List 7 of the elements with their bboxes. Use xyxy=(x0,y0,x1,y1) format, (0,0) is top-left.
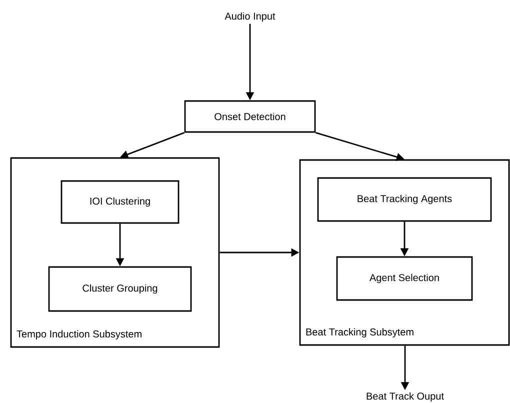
process-box: Agent Selection xyxy=(336,256,473,301)
process-box: Cluster Grouping xyxy=(48,266,192,312)
io-label: Beat Track Ouput xyxy=(366,392,444,402)
io-label: Audio Input xyxy=(224,12,276,22)
process-box: Beat Tracking Agents xyxy=(317,177,492,222)
process-box: IOI Clustering xyxy=(60,180,180,224)
process-box: Onset Detection xyxy=(184,100,316,133)
